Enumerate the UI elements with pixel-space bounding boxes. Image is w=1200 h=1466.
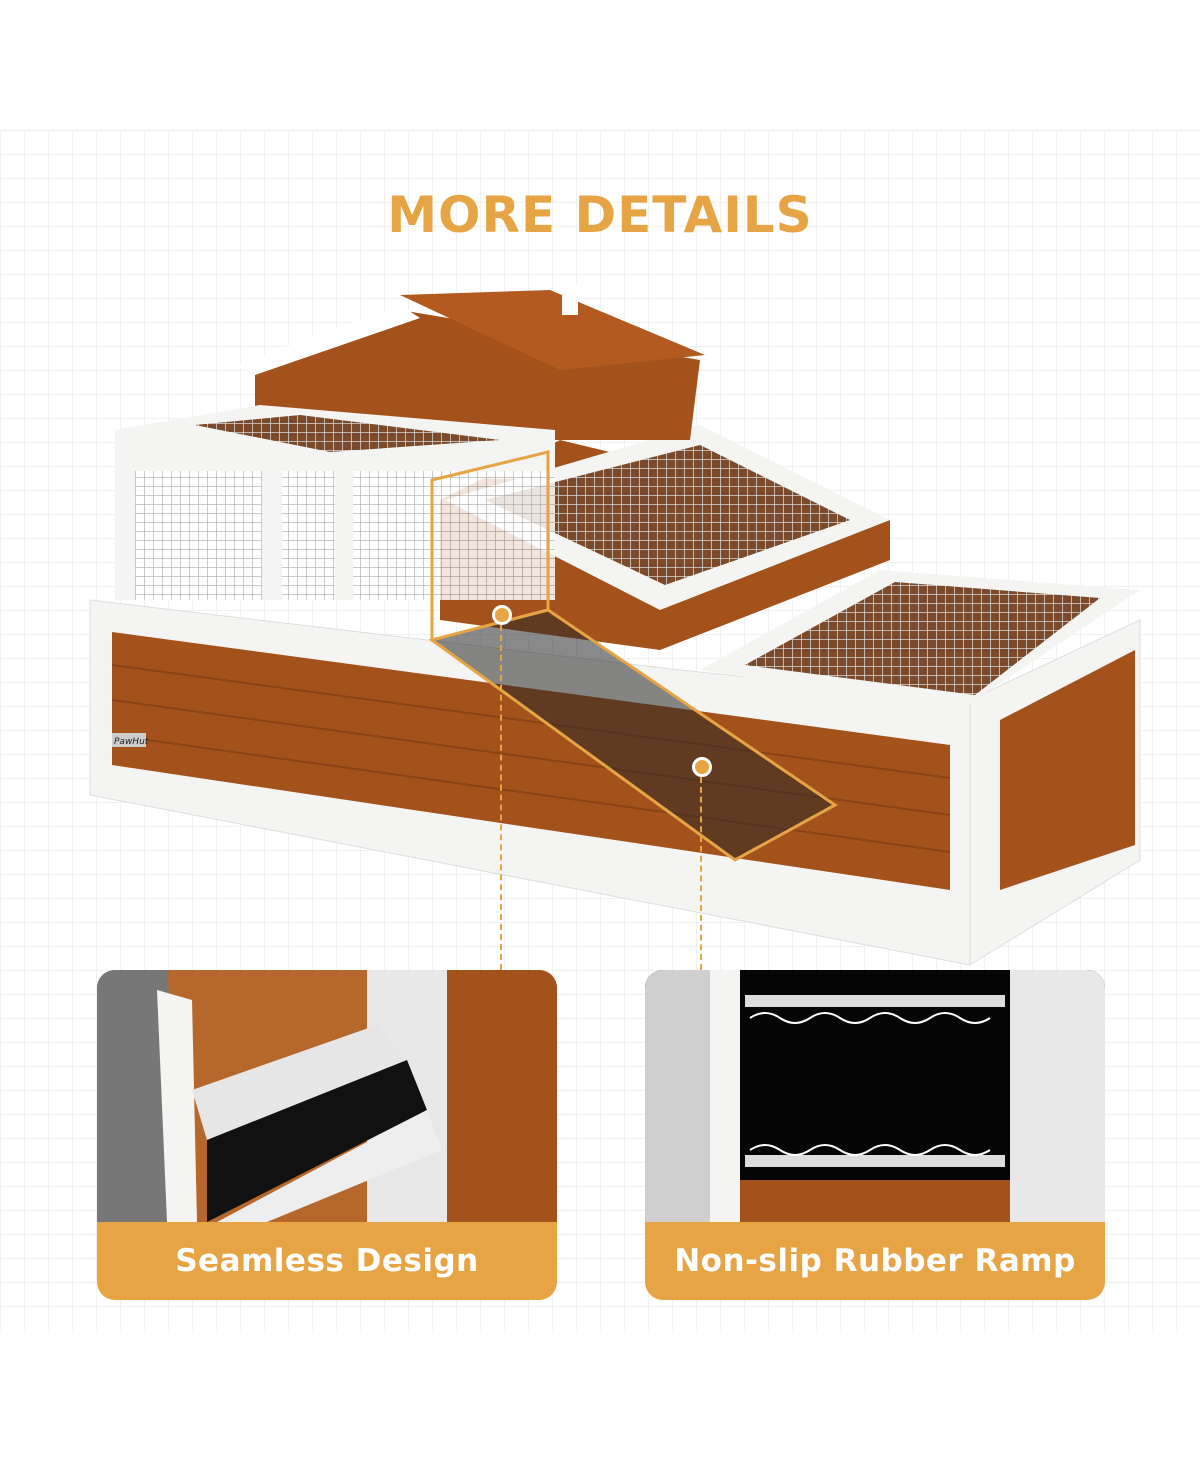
hutch-illustration: PawHut <box>89 285 1141 966</box>
page-title: MORE DETAILS <box>387 186 813 244</box>
rubber-ramp-photo <box>645 970 1105 1222</box>
callout-seamless-design: Seamless Design <box>97 970 557 1300</box>
seamless-design-photo <box>97 970 557 1222</box>
callout-dot-seamless <box>492 605 512 625</box>
brand-logo <box>112 733 146 747</box>
connector-line-ramp <box>700 777 702 970</box>
callout-dot-ramp <box>692 757 712 777</box>
connector-line-seamless <box>500 625 502 970</box>
callout-label: Seamless Design <box>175 1243 479 1279</box>
callout-label: Non-slip Rubber Ramp <box>674 1243 1076 1279</box>
callout-nonslip-ramp: Non-slip Rubber Ramp <box>645 970 1105 1300</box>
svg-text:PawHut: PawHut <box>114 737 149 747</box>
